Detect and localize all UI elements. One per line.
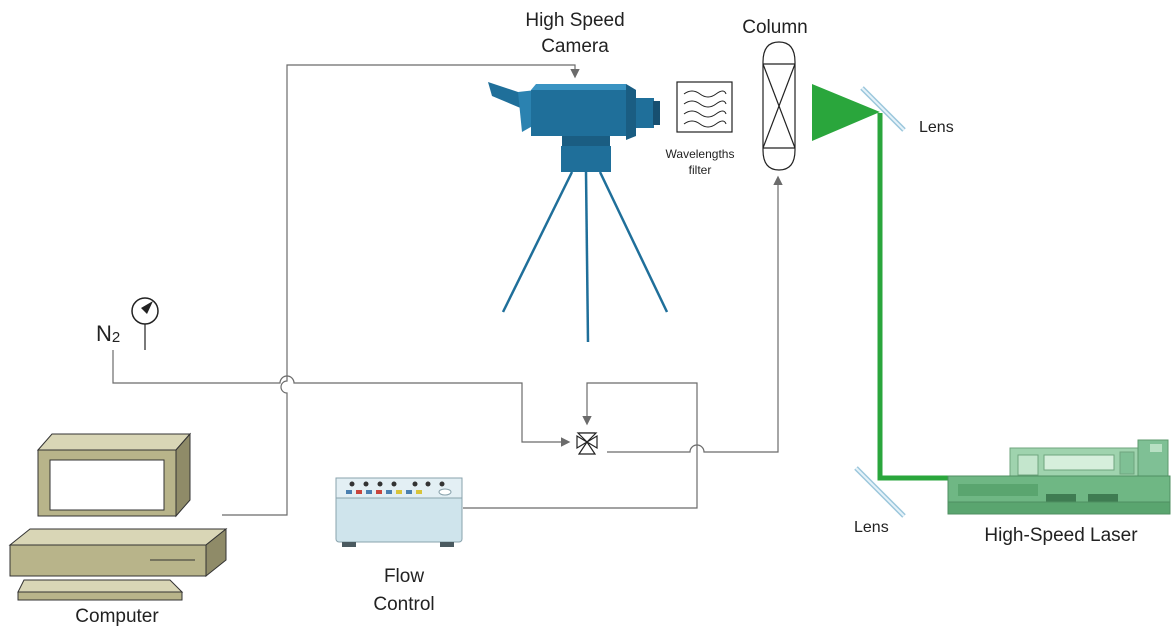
tripod-icon [501,171,669,343]
video-camera-icon [488,82,660,172]
column-label: Column [742,17,807,38]
desktop-computer-icon [8,432,228,601]
packed-column-icon [762,41,796,171]
filter-label-line2: filter [689,163,712,177]
lens-top-label: Lens [919,119,954,136]
camera-label-line2: Camera [541,36,609,57]
camera-label-line1: High Speed [525,10,624,31]
laser-beam-icon [812,84,955,481]
flow-control-label-line2: Control [373,594,434,615]
n2-supply-line [112,350,571,447]
computer-label: Computer [75,606,159,627]
flow-control-label-line1: Flow [384,566,424,587]
pressure-gauge-icon [131,297,159,350]
laser-label: High-Speed Laser [984,525,1138,546]
flow-controller-icon [335,477,463,547]
flow-control-signal-line [463,382,698,509]
filter-label-line1: Wavelengths [666,147,735,161]
computer-camera-line [222,64,580,516]
lens-icon [854,466,906,518]
n2-label-subscript: 2 [112,329,120,346]
control-valve-icon [576,432,598,455]
n2-label-main: N [96,321,112,346]
lens-icon [860,86,906,132]
lens-bottom-label: Lens [854,519,889,536]
laser-device-icon [947,439,1171,515]
wave-filter-icon [676,81,733,133]
valve-to-column-line [607,175,783,453]
n2-label: N2 [96,321,120,346]
